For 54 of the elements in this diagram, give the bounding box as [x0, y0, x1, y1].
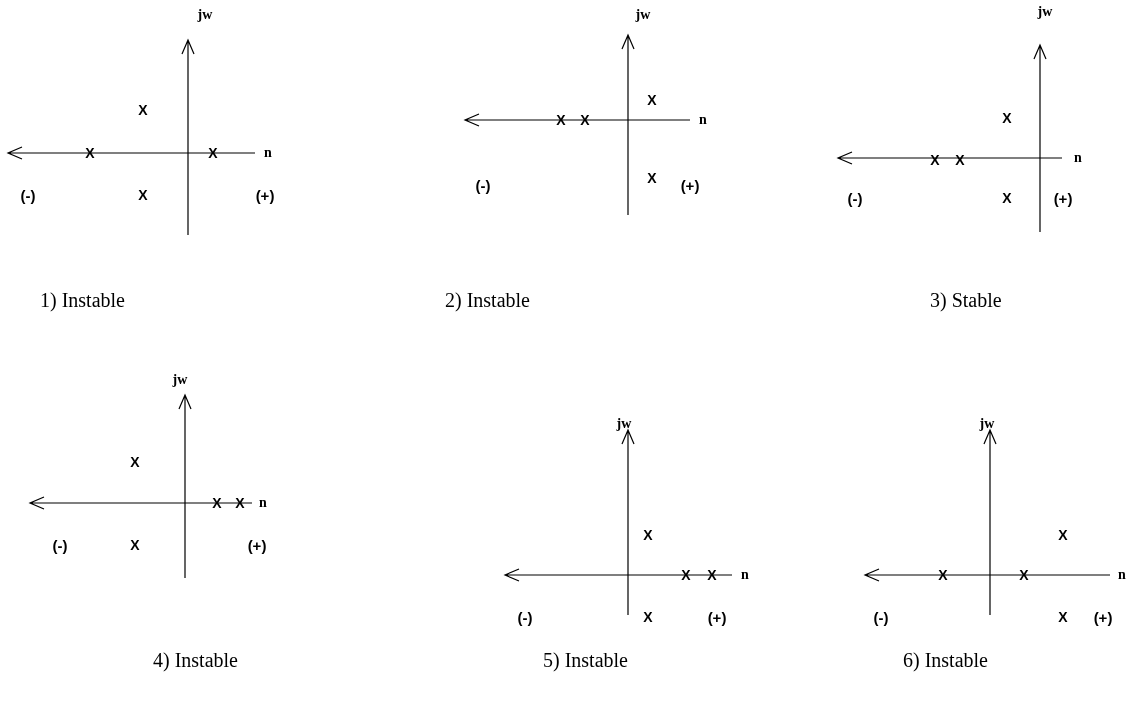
pole-mark: X — [1058, 609, 1068, 625]
stability-caption: 6) Instable — [903, 648, 988, 672]
axis-label: jw — [1037, 4, 1053, 20]
pole-mark: X — [208, 145, 218, 161]
pole-mark: X — [556, 112, 566, 128]
sign-label: (+) — [1053, 189, 1073, 207]
sign-label: (-) — [847, 189, 863, 207]
pole-mark: X — [1002, 110, 1012, 126]
pole-mark: X — [1058, 527, 1068, 543]
pole-mark: X — [955, 152, 965, 168]
axis-label: n — [259, 495, 267, 511]
pole-mark: X — [130, 537, 140, 553]
pole-mark: X — [138, 102, 148, 118]
sign-label: (-) — [475, 176, 491, 194]
axis-label: n — [264, 145, 272, 161]
sign-label: (+) — [255, 186, 275, 204]
pole-mark: X — [707, 567, 717, 583]
pole-mark: X — [681, 567, 691, 583]
axis-label: n — [741, 567, 749, 583]
axis-label: jw — [979, 416, 995, 432]
sign-label: (+) — [680, 176, 700, 194]
axis-label: jw — [172, 372, 188, 388]
stability-caption: 3) Stable — [930, 288, 1002, 312]
axis-label: jw — [616, 416, 632, 432]
sign-label: (-) — [20, 186, 36, 204]
pole-mark: X — [1019, 567, 1029, 583]
pole-mark: X — [647, 170, 657, 186]
sign-label: (-) — [52, 536, 68, 554]
pole-mark: X — [580, 112, 590, 128]
stability-caption: 5) Instable — [543, 648, 628, 672]
axis-label: n — [1074, 150, 1082, 166]
pole-mark: X — [138, 187, 148, 203]
pole-mark: X — [85, 145, 95, 161]
stability-caption: 2) Instable — [445, 288, 530, 312]
pole-mark: X — [1002, 190, 1012, 206]
sign-label: (+) — [707, 608, 727, 626]
sign-label: (-) — [517, 608, 533, 626]
pole-mark: X — [643, 609, 653, 625]
pole-mark: X — [643, 527, 653, 543]
pole-mark: X — [235, 495, 245, 511]
sign-label: (-) — [873, 608, 889, 626]
axis-label: n — [1118, 567, 1126, 583]
axis-label: n — [699, 112, 707, 128]
stability-caption: 1) Instable — [40, 288, 125, 312]
pole-mark: X — [130, 454, 140, 470]
axis-label: jw — [197, 7, 213, 23]
pole-mark: X — [212, 495, 222, 511]
pole-mark: X — [647, 92, 657, 108]
pole-mark: X — [938, 567, 948, 583]
pole-mark: X — [930, 152, 940, 168]
axis-label: jw — [635, 7, 651, 23]
sign-label: (+) — [1093, 608, 1113, 626]
sign-label: (+) — [247, 536, 267, 554]
stability-caption: 4) Instable — [153, 648, 238, 672]
